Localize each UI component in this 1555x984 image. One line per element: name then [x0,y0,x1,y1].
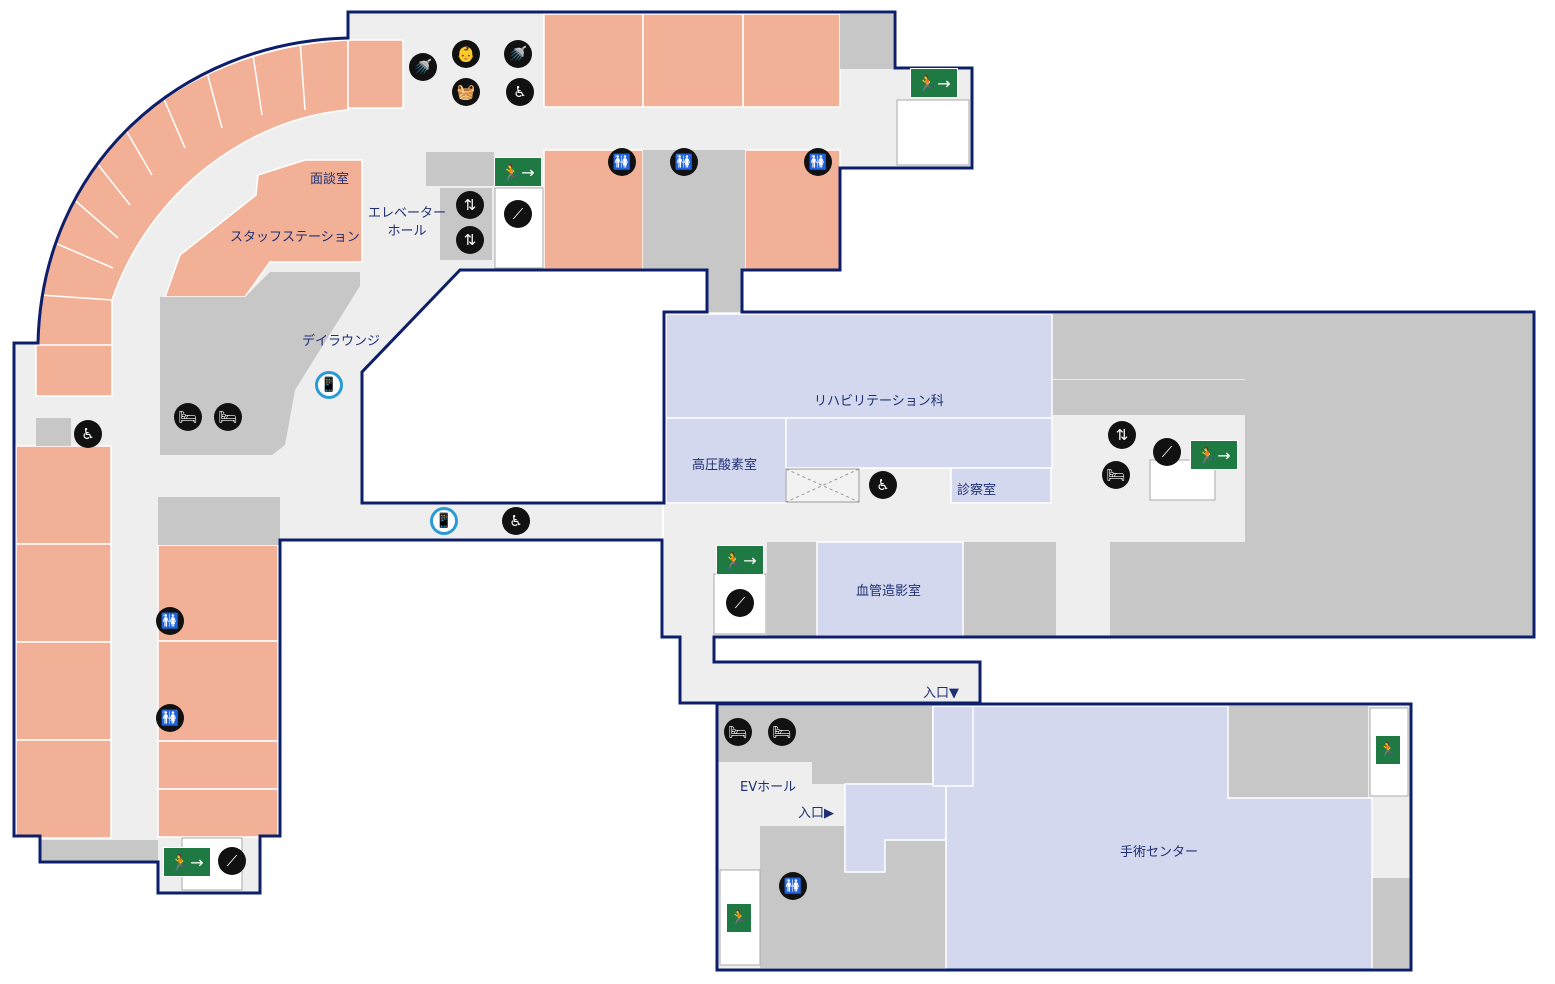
washing-icon: 🧺 [452,78,480,106]
elevator-icon: ⇅ [456,226,484,254]
shower-icon: 🚿 [504,40,532,68]
outer-walls [12,10,1536,972]
elevator-hall-label: エレベーター ホール [368,206,447,239]
restroom-icon: 🚻 [804,148,832,176]
stretcher-icon: 🛏 [214,403,242,431]
entrance-south-label: 入口▼ [923,686,959,701]
angiography-label: 血管造影室 [856,584,922,599]
public-phone-icon: 📱 [315,371,343,399]
wheelchair-icon: ♿ [869,471,897,499]
elevator-icon: ⇅ [456,191,484,219]
emergency-exit-icon: 🏃→ [163,847,211,877]
hyperbaric-oxygen-label: 高圧酸素室 [692,458,758,473]
stretcher-icon: 🛏 [174,403,202,431]
stairs-icon: ⟋ [218,847,246,875]
interview-room-label: 面談室 [310,172,350,187]
slope-icon: ♿ [502,507,530,535]
exam-room-label: 診察室 [957,483,997,498]
staff-station-label: スタッフステーション [230,230,360,245]
stairs-icon: ⟋ [726,589,754,617]
emergency-exit-icon: 🏃→ [716,545,764,575]
rehabilitation-label: リハビリテーション科 [814,394,944,409]
stairs-icon: ⟋ [504,200,532,228]
hyperbaric-chamber-box [785,468,860,503]
surgery-center-label: 手術センター [1120,845,1199,860]
stretcher-icon: 🛏 [1102,461,1130,489]
wheelchair-icon: ♿ [506,78,534,106]
service-areas [36,14,1533,968]
stretcher-icon: 🛏 [768,718,796,746]
elevator-icon: ⇅ [1108,421,1136,449]
emergency-exit-icon: 🏃 [1375,735,1401,765]
shower-icon: 🚿 [409,53,437,81]
emergency-exit-icon: 🏃→ [494,157,542,187]
emergency-exit-icon: 🏃 [726,903,752,933]
restroom-icon: 🚻 [608,148,636,176]
day-lounge-label: デイラウンジ [302,334,381,349]
restroom-icon: 🚻 [779,872,807,900]
staff-station-area [163,159,363,298]
entrance-east-label: 入口▶ [798,806,834,821]
ev-hall-label: EVホール [740,780,797,795]
restroom-icon: 🚻 [670,148,698,176]
emergency-exit-icon: 🏃→ [910,68,958,98]
restroom-icon: 🚻 [156,607,184,635]
emergency-exit-icon: 🏃→ [1190,440,1238,470]
wheelchair-icon: ♿ [74,420,102,448]
stairs-icon: ⟋ [1153,438,1181,466]
restroom-icon: 🚻 [156,704,184,732]
public-phone-icon: 📱 [430,507,458,535]
diaper-changing-icon: 👶 [452,40,480,68]
stretcher-icon: 🛏 [724,718,752,746]
stairwells [181,99,1409,966]
clinic-rooms [665,313,1373,971]
